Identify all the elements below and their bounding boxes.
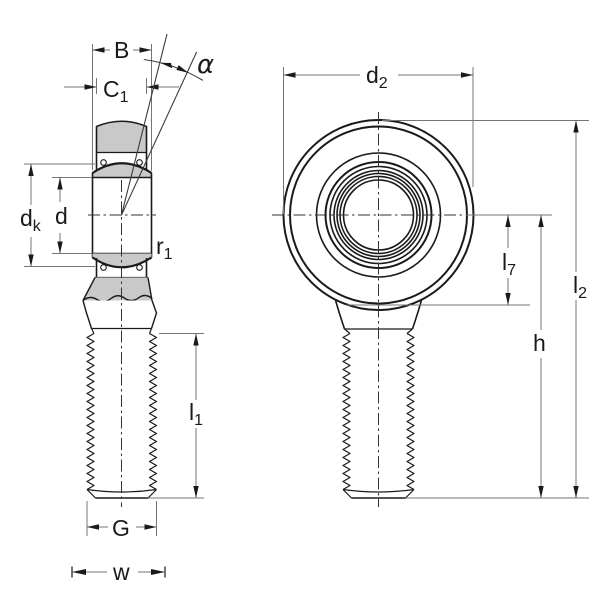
seal-ring-bottom-left bbox=[100, 264, 107, 271]
dim-l1-arrow-bottom bbox=[193, 486, 199, 498]
dim-alpha-ray-2 bbox=[121, 51, 198, 216]
thread-left-edge-front bbox=[342, 332, 351, 491]
dim-dk-extensions bbox=[24, 163, 95, 267]
dim-l2-extensions bbox=[382, 120, 589, 499]
neck-fill bbox=[83, 300, 157, 329]
dim-l7-arrow-bottom bbox=[505, 293, 511, 305]
thread-right-edge bbox=[148, 332, 158, 491]
thread-end-chamfers-front bbox=[342, 489, 415, 499]
neck-fillet-right bbox=[411, 299, 423, 330]
dim-label-d2: d2 bbox=[366, 62, 388, 92]
seal-ring-bottom-right bbox=[136, 264, 143, 271]
dim-w-arrow-left bbox=[72, 569, 86, 575]
side-section-view bbox=[82, 120, 158, 499]
seal-ring-top-left bbox=[100, 159, 107, 166]
thread-end-chamfers bbox=[86, 489, 157, 499]
housing-bottom-outline bbox=[82, 277, 153, 301]
dim-alpha-arrow-2 bbox=[176, 65, 189, 73]
housing-bottom-sides bbox=[95, 258, 148, 278]
dim-label-w: w bbox=[112, 559, 130, 585]
dim-label-r1: r1 bbox=[156, 233, 173, 263]
dim-label-h: h bbox=[533, 330, 546, 356]
dim-w-arrow-right bbox=[151, 569, 165, 575]
dim-B-arrow-left bbox=[92, 47, 105, 53]
dim-label-d: d bbox=[55, 203, 68, 229]
centerlines bbox=[88, 112, 466, 507]
dim-alpha-arc bbox=[143, 58, 204, 81]
dim-alpha-arrow-1 bbox=[160, 62, 173, 69]
dim-C1-extensions bbox=[96, 78, 147, 94]
seal-ring-top-right bbox=[136, 159, 143, 166]
dim-label-C1: C1 bbox=[103, 76, 129, 106]
dim-dk-arrow-bottom bbox=[28, 254, 34, 267]
dim-label-dk: dk bbox=[20, 205, 42, 235]
housing-bottom-fill bbox=[83, 277, 152, 301]
dim-l2-arrow-top bbox=[573, 120, 579, 133]
dim-G-extensions bbox=[86, 501, 157, 536]
dimension-labels: B C1 α dk d r1 l1 G w d2 l7 l2 h bbox=[20, 37, 587, 585]
dim-G-arrow-right bbox=[144, 524, 157, 530]
dim-C1-arrow-left bbox=[84, 84, 97, 90]
dim-alpha-ray-1 bbox=[120, 33, 168, 216]
neck-outline bbox=[82, 300, 158, 329]
dim-d2-extensions bbox=[283, 67, 474, 214]
dim-d2-arrow-right bbox=[461, 72, 473, 78]
housing-wavy-edge bbox=[82, 294, 153, 303]
dim-label-l7: l7 bbox=[502, 249, 516, 279]
sphere-top-arc bbox=[91, 162, 153, 174]
dim-label-l1: l1 bbox=[189, 399, 203, 429]
dim-label-l2: l2 bbox=[573, 272, 587, 302]
dim-l1-arrow-top bbox=[193, 333, 199, 346]
thread-left-edge bbox=[86, 332, 95, 491]
dim-h-arrow-top bbox=[538, 215, 544, 227]
thread-right-edge-front bbox=[406, 332, 415, 491]
housing-top-outline bbox=[95, 120, 148, 172]
dim-G-arrow-left bbox=[87, 524, 99, 530]
dim-label-G: G bbox=[112, 515, 130, 541]
dim-B-arrow-right bbox=[139, 47, 152, 53]
dim-l2-arrow-bottom bbox=[573, 486, 579, 498]
dimensions-front-view bbox=[283, 67, 589, 499]
dim-d-extensions bbox=[52, 177, 92, 254]
dim-d-arrow-bottom bbox=[57, 241, 63, 254]
neck-thread-chamfers-front bbox=[344, 328, 413, 334]
dim-l7-arrow-top bbox=[505, 215, 511, 227]
neck-thread-chamfers bbox=[90, 328, 153, 334]
dim-label-alpha: α bbox=[197, 50, 214, 80]
dim-d-arrow-top bbox=[57, 177, 63, 190]
dim-d2-arrow-left bbox=[283, 72, 296, 78]
dim-label-B: B bbox=[114, 37, 129, 63]
dim-h-arrow-bottom bbox=[538, 486, 544, 498]
neck-fillet-left bbox=[334, 299, 346, 330]
thread-end-cap-curve-front bbox=[342, 488, 415, 493]
dim-dk-arrow-top bbox=[28, 164, 34, 176]
dim-C1-arrow-right bbox=[146, 84, 159, 90]
dimensions-side-view bbox=[24, 33, 204, 578]
